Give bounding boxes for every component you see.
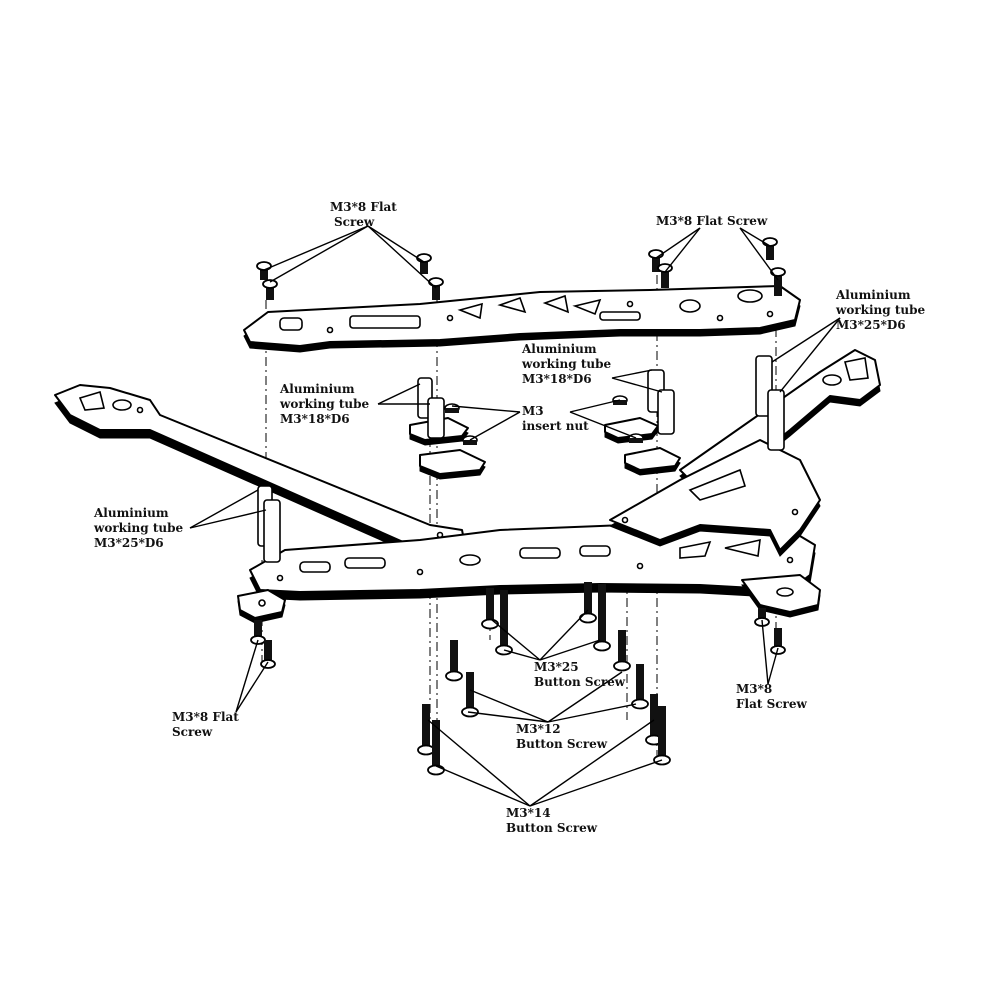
bottom-plate (249, 521, 816, 601)
screw (762, 237, 778, 260)
screw (428, 277, 444, 300)
screw (445, 640, 463, 682)
label-line: M3*18*D6 (522, 372, 592, 386)
screw (613, 630, 631, 672)
insert-nut (444, 403, 460, 413)
label-line: Button Screw (516, 737, 608, 751)
lower-right-arm-tip (741, 574, 821, 618)
label-line: M3*8 Flat (172, 710, 239, 724)
label-button-screw-12: M3*12 Button Screw (516, 722, 607, 752)
screw (657, 263, 673, 288)
label-line: Aluminium (522, 342, 597, 356)
label-line: working tube (94, 521, 184, 535)
screw (417, 704, 435, 756)
label-button-screw-14: M3*14 Button Screw (506, 806, 597, 836)
screw (631, 664, 649, 710)
screw (593, 584, 611, 652)
label-line: working tube (522, 357, 612, 371)
screw (416, 253, 432, 274)
label-line: M3 (522, 404, 544, 418)
screws (250, 237, 786, 776)
label-line: M3*25*D6 (94, 536, 164, 550)
screw (260, 640, 276, 669)
label-line: M3*14 (506, 806, 551, 820)
label-line: M3*12 (516, 722, 561, 736)
insert-nut-bracket-left (409, 417, 486, 480)
label-line: Button Screw (506, 821, 598, 835)
label-line: Button Screw (534, 675, 626, 689)
label-line: working tube (280, 397, 370, 411)
insert-nut (612, 395, 628, 405)
label-line: M3*8 Flat (330, 200, 397, 214)
screw (461, 672, 479, 718)
right-lower-arm (608, 439, 821, 557)
insert-nut-bracket-right (604, 417, 681, 476)
screw (579, 582, 597, 624)
label-line: Aluminium (280, 382, 355, 396)
label-line: M3*18*D6 (280, 412, 350, 426)
label-line: M3*8 Flat Screw (656, 214, 768, 228)
label-line: M3*25 (534, 660, 579, 674)
label-insert-nut: M3 insert nut (522, 404, 589, 434)
label-line: working tube (836, 303, 926, 317)
label-alu-tube-left-lower: Aluminium working tube M3*25*D6 (94, 506, 183, 551)
label-line: Screw (334, 215, 375, 229)
label-alu-tube-right: Aluminium working tube M3*25*D6 (836, 288, 925, 333)
label-flat-screw-top-right: M3*8 Flat Screw (656, 214, 767, 229)
label-flat-screw-bottom-right: M3*8 Flat Screw (736, 682, 807, 712)
left-bracket (237, 589, 286, 624)
label-line: Aluminium (836, 288, 911, 302)
label-line: Flat Screw (736, 697, 807, 711)
label-line: insert nut (522, 419, 589, 433)
label-line: M3*25*D6 (836, 318, 906, 332)
label-alu-tube-left-upper: Aluminium working tube M3*18*D6 (280, 382, 369, 427)
leader-lines (189, 225, 841, 807)
label-line: Aluminium (94, 506, 169, 520)
label-button-screw-25: M3*25 Button Screw (534, 660, 625, 690)
top-plate (243, 285, 801, 353)
label-line: M3*8 (736, 682, 773, 696)
screw (256, 261, 272, 280)
label-alu-tube-center: Aluminium working tube M3*18*D6 (522, 342, 611, 387)
label-flat-screw-bottom-left: M3*8 Flat Screw (172, 710, 239, 740)
screw (262, 279, 278, 300)
label-line: Screw (172, 725, 213, 739)
screw (770, 267, 786, 296)
label-flat-screw-top-left: M3*8 Flat Screw (330, 200, 397, 230)
